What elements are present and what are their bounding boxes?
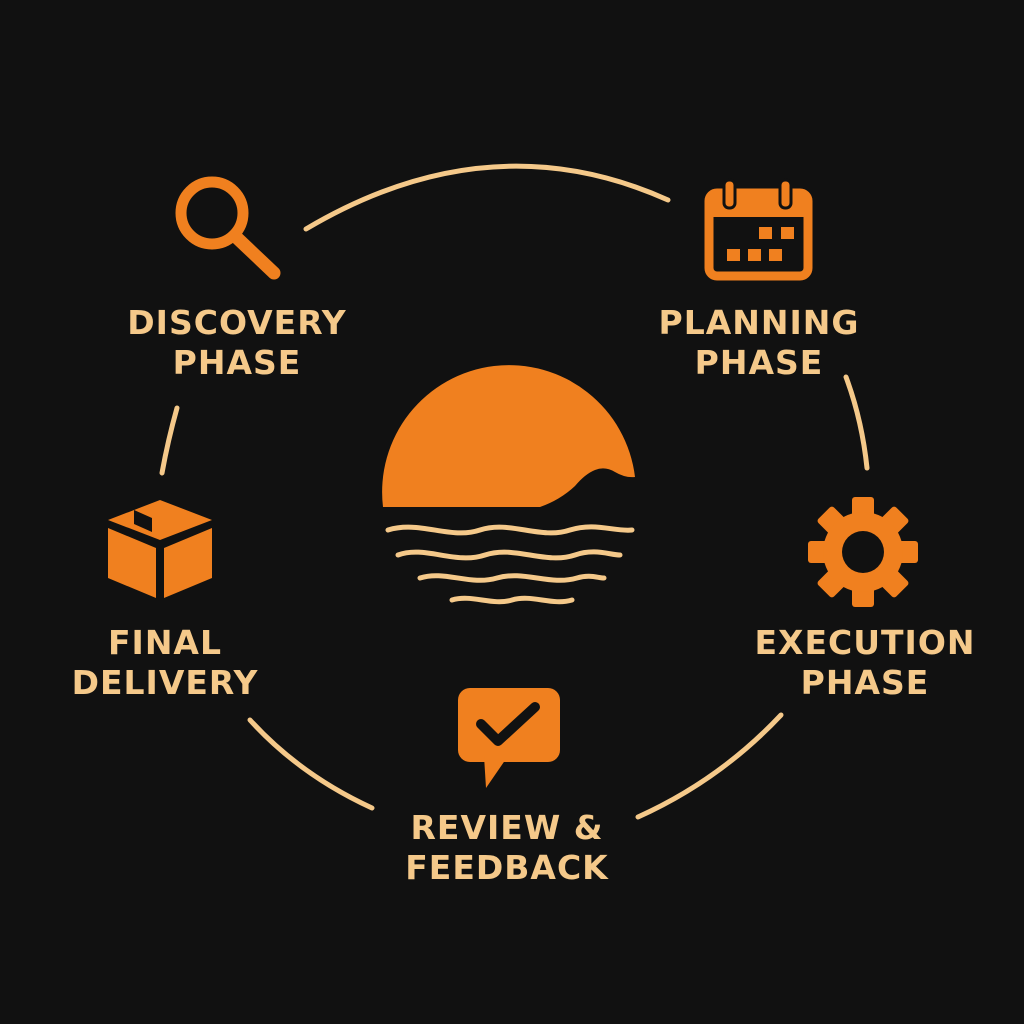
phase-label-discovery: DISCOVERY PHASE xyxy=(127,303,346,383)
phase-label-planning: PLANNING PHASE xyxy=(659,303,860,383)
phase-label-line: REVIEW & xyxy=(410,808,604,847)
arc-execution-review xyxy=(635,712,784,820)
phase-label-line: PHASE xyxy=(694,343,824,382)
phase-label-review: REVIEW & FEEDBACK xyxy=(405,808,609,888)
arc-delivery-discovery xyxy=(159,405,180,476)
gear-icon xyxy=(808,497,918,607)
package-icon xyxy=(108,500,212,598)
phase-label-line: PHASE xyxy=(172,343,302,382)
phase-label-delivery: FINAL DELIVERY xyxy=(72,623,259,703)
phase-label-line: FEEDBACK xyxy=(405,848,609,887)
phase-label-line: DISCOVERY xyxy=(127,303,347,342)
phase-label-line: FINAL xyxy=(107,623,223,662)
phase-label-line: PLANNING xyxy=(658,303,860,342)
magnifier-icon xyxy=(175,176,281,280)
arc-planning-execution xyxy=(843,374,870,471)
phase-label-line: PHASE xyxy=(800,663,930,702)
phase-label-line: EXECUTION xyxy=(754,623,976,662)
arc-discovery-planning xyxy=(303,163,671,232)
sunset-over-water-icon xyxy=(382,365,635,605)
chat-check-icon xyxy=(458,688,560,788)
cycle-ring xyxy=(159,163,870,820)
phase-label-execution: EXECUTION PHASE xyxy=(754,623,975,703)
phase-label-line: DELIVERY xyxy=(71,663,259,702)
calendar-icon xyxy=(704,178,813,281)
arc-review-delivery xyxy=(247,717,375,811)
